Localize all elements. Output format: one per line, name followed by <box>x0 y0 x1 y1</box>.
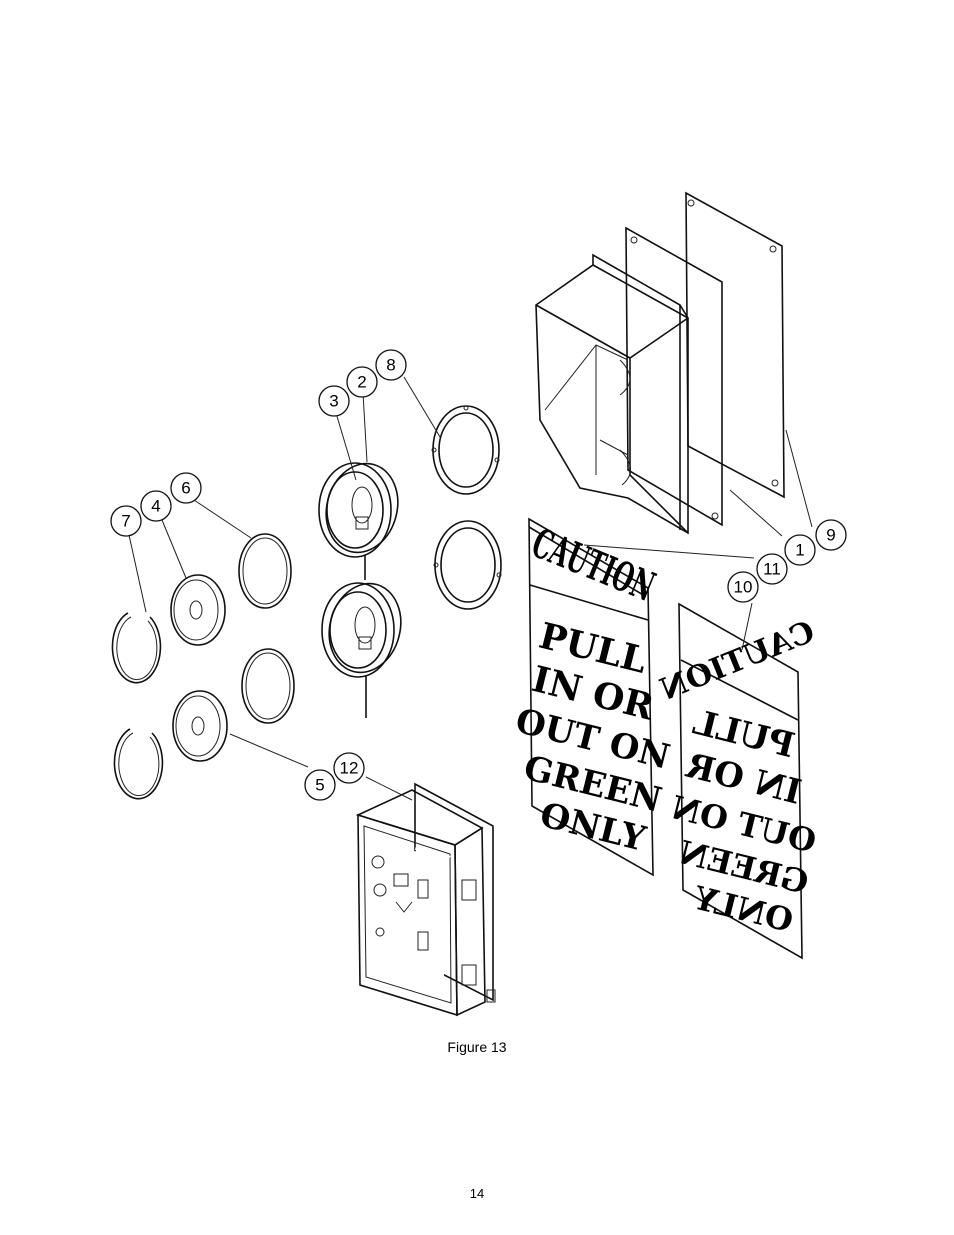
svg-text:5: 5 <box>315 776 324 795</box>
page-number: 14 <box>469 1186 485 1201</box>
callout-6: 6 <box>170 472 202 504</box>
callout-3: 3 <box>318 385 350 417</box>
svg-text:6: 6 <box>181 479 190 498</box>
lens-disc-upper <box>170 574 226 646</box>
svg-text:12: 12 <box>340 759 359 778</box>
figure-caption: Figure 13 <box>447 1039 507 1055</box>
lens-disc-lower <box>172 690 228 762</box>
gasket-lower <box>433 520 502 610</box>
callout-9: 9 <box>815 519 847 551</box>
callout-2: 2 <box>346 366 378 398</box>
callout-1: 1 <box>784 534 816 566</box>
snap-ring-lower <box>113 728 164 800</box>
callout-4: 4 <box>140 490 172 522</box>
svg-text:2: 2 <box>357 373 366 392</box>
callout-5: 5 <box>304 769 336 801</box>
lens-ring-lower <box>241 648 295 724</box>
control-box: MECHANICAL RESTRAINT <box>355 782 496 1017</box>
svg-text:8: 8 <box>386 356 395 375</box>
lens-ring-upper <box>238 533 292 609</box>
callout-12: 12 <box>333 752 365 784</box>
leader-lines <box>128 376 813 801</box>
sign-front-header: CAUTION <box>526 519 662 611</box>
lamp-socket-upper <box>318 462 399 580</box>
svg-text:1: 1 <box>795 541 804 560</box>
callout-11: 11 <box>756 553 788 585</box>
callout-8: 8 <box>375 349 407 381</box>
gasket-upper <box>431 405 500 495</box>
lamp-socket-lower <box>321 582 402 718</box>
snap-ring-upper <box>111 612 162 684</box>
svg-text:10: 10 <box>734 578 753 597</box>
svg-text:9: 9 <box>826 526 835 545</box>
svg-text:4: 4 <box>151 497 160 516</box>
callout-10: 10 <box>727 571 759 603</box>
svg-text:7: 7 <box>121 512 130 531</box>
signal-housing <box>535 191 785 535</box>
svg-text:11: 11 <box>763 560 781 579</box>
caution-sign-front: CAUTION PULL IN OR OUT ON GREEN ONLY <box>512 517 674 877</box>
callout-7: 7 <box>110 505 142 537</box>
caution-sign-mirrored: CAUTION PULL IN OR OUT ON GREEN ONLY <box>655 602 820 960</box>
svg-text:3: 3 <box>329 392 338 411</box>
